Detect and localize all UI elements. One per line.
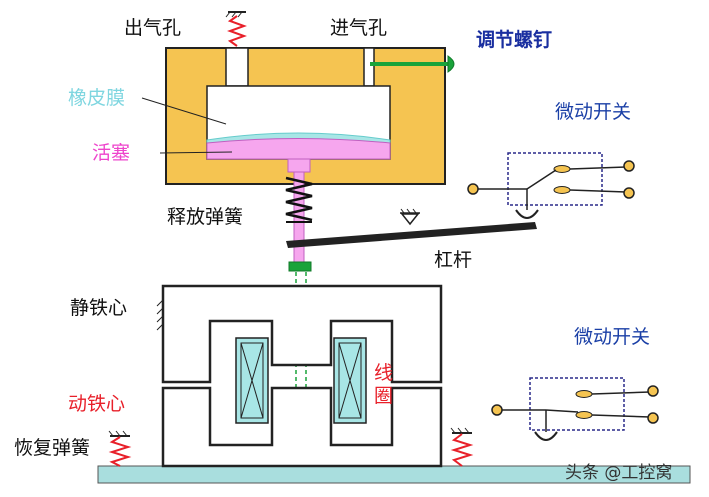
piston-rod xyxy=(285,158,313,272)
lever-label: 杠杆 xyxy=(434,249,472,271)
release-spring-label: 释放弹簧 xyxy=(167,206,243,228)
static-core-label: 静铁心 xyxy=(70,297,127,319)
static-core xyxy=(161,284,443,384)
return-spring-right xyxy=(450,427,474,467)
rubber-membrane-label: 橡皮膜 xyxy=(68,87,125,109)
watermark: 头条 @工控窝 xyxy=(565,463,672,483)
micro-switch-bottom-label: 微动开关 xyxy=(574,326,650,348)
membrane-leader-line xyxy=(141,97,227,125)
rod-green-tip xyxy=(288,261,312,272)
piston-label: 活塞 xyxy=(92,142,130,164)
micro-switch-top-label: 微动开关 xyxy=(555,101,631,123)
return-spring-label: 恢复弹簧 xyxy=(14,437,90,459)
inlet-hole-channel xyxy=(363,47,375,87)
coil-label-char1: 线 xyxy=(374,362,393,384)
moving-core-label: 动铁心 xyxy=(68,393,125,415)
static-core-mount-hatch xyxy=(156,296,164,336)
inlet-hole-label: 进气孔 xyxy=(330,17,387,39)
coil-label: 线 圈 xyxy=(374,362,399,407)
air-chamber xyxy=(165,47,446,185)
outlet-spring xyxy=(225,11,247,47)
moving-core xyxy=(161,386,443,468)
release-spring xyxy=(285,176,313,222)
coil-label-char2: 圈 xyxy=(374,385,393,407)
piston xyxy=(206,138,391,160)
adjust-screw-label: 调节螺钉 xyxy=(476,28,552,51)
lever-fulcrum xyxy=(400,213,420,226)
outlet-hole-channel xyxy=(225,47,249,87)
outlet-hole-label: 出气孔 xyxy=(124,17,181,39)
coil-left xyxy=(235,337,269,424)
micro-switch-top xyxy=(467,152,635,219)
piston-leader-line xyxy=(159,151,233,154)
adjust-screw xyxy=(370,55,455,73)
coil-right xyxy=(333,337,367,424)
micro-switch-bottom xyxy=(491,377,659,441)
return-spring-left xyxy=(108,430,132,467)
lever xyxy=(286,208,537,248)
